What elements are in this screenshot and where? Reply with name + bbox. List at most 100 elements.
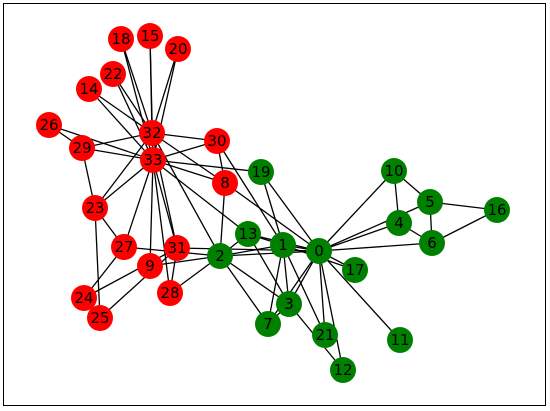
node-circle-14 [76, 76, 102, 102]
edge-9-33 [149, 159, 154, 267]
node-circle-17 [342, 257, 368, 283]
node-1: 1 [270, 232, 296, 258]
node-circle-12 [330, 357, 356, 383]
edge-0-31 [176, 247, 320, 252]
edge-20-32 [151, 48, 179, 134]
node-circle-19 [248, 159, 274, 185]
edge-28-33 [152, 159, 171, 294]
node-24: 24 [71, 285, 97, 311]
node-circle-33 [140, 147, 166, 173]
node-circle-6 [419, 230, 445, 256]
node-layer: 0123456789101112131415161718192021222324… [36, 23, 510, 383]
node-label-16: 16 [487, 201, 506, 219]
edge-0-12 [318, 250, 344, 371]
node-3: 3 [276, 291, 302, 317]
edge-31-33 [152, 159, 178, 249]
node-circle-32 [139, 120, 165, 146]
node-circle-11 [387, 327, 413, 353]
node-label-32: 32 [142, 124, 161, 142]
node-circle-28 [157, 280, 183, 306]
node-circle-3 [276, 291, 302, 317]
node-7: 7 [255, 311, 281, 337]
node-label-20: 20 [168, 40, 187, 58]
node-label-33: 33 [143, 151, 162, 169]
edge-14-33 [88, 88, 154, 161]
node-circle-4 [386, 210, 412, 236]
node-label-6: 6 [427, 234, 437, 252]
edge-13-33 [152, 159, 249, 235]
node-label-23: 23 [85, 199, 104, 217]
node-label-12: 12 [333, 361, 352, 379]
node-27: 27 [111, 234, 137, 260]
edge-0-11 [318, 250, 401, 341]
node-circle-16 [484, 197, 510, 223]
node-circle-20 [165, 36, 191, 62]
node-label-29: 29 [72, 139, 91, 157]
node-31: 31 [164, 235, 190, 261]
node-circle-25 [87, 305, 113, 331]
edge-0-8 [224, 182, 320, 252]
node-label-1: 1 [278, 236, 288, 254]
node-circle-15 [137, 23, 163, 49]
edge-2-7 [219, 255, 269, 325]
node-label-30: 30 [207, 132, 226, 150]
node-circle-22 [100, 61, 126, 87]
edge-0-4 [318, 222, 400, 252]
node-label-15: 15 [140, 27, 159, 45]
node-label-0: 0 [314, 242, 324, 260]
node-8: 8 [212, 170, 238, 196]
node-circle-24 [71, 285, 97, 311]
node-label-11: 11 [390, 331, 409, 349]
node-label-22: 22 [103, 65, 122, 83]
node-5: 5 [417, 189, 443, 215]
node-label-14: 14 [79, 80, 98, 98]
node-32: 32 [139, 120, 165, 146]
node-28: 28 [157, 280, 183, 306]
node-23: 23 [82, 195, 108, 221]
node-circle-2 [207, 243, 233, 269]
node-circle-10 [381, 158, 407, 184]
node-circle-5 [417, 189, 443, 215]
edge-1-21 [282, 244, 326, 336]
node-circle-1 [270, 232, 296, 258]
node-18: 18 [108, 26, 134, 52]
node-16: 16 [484, 197, 510, 223]
node-circle-27 [111, 234, 137, 260]
node-circle-31 [164, 235, 190, 261]
node-14: 14 [76, 76, 102, 102]
node-circle-18 [108, 26, 134, 52]
node-label-17: 17 [345, 261, 364, 279]
node-0: 0 [306, 238, 332, 264]
edge-26-33 [48, 124, 154, 161]
node-circle-0 [306, 238, 332, 264]
edge-24-31 [83, 247, 178, 299]
edge-23-25 [94, 207, 101, 319]
node-label-3: 3 [284, 295, 294, 313]
node-circle-9 [137, 253, 163, 279]
node-30: 30 [204, 128, 230, 154]
node-25: 25 [87, 305, 113, 331]
node-label-4: 4 [394, 214, 404, 232]
node-20: 20 [165, 36, 191, 62]
node-label-2: 2 [215, 247, 225, 265]
node-label-27: 27 [114, 238, 133, 256]
edge-8-32 [151, 132, 226, 184]
node-4: 4 [386, 210, 412, 236]
node-label-31: 31 [167, 239, 186, 257]
node-label-5: 5 [425, 193, 435, 211]
edge-23-32 [94, 132, 153, 209]
edge-2-3 [219, 255, 290, 305]
node-circle-30 [204, 128, 230, 154]
node-26: 26 [36, 112, 62, 138]
node-circle-13 [235, 221, 261, 247]
node-label-7: 7 [263, 315, 273, 333]
node-circle-26 [36, 112, 62, 138]
node-label-25: 25 [90, 309, 109, 327]
node-circle-8 [212, 170, 238, 196]
node-label-19: 19 [251, 163, 270, 181]
node-label-28: 28 [160, 284, 179, 302]
node-15: 15 [137, 23, 163, 49]
edge-22-33 [112, 73, 154, 161]
node-29: 29 [69, 135, 95, 161]
node-label-21: 21 [315, 326, 334, 344]
